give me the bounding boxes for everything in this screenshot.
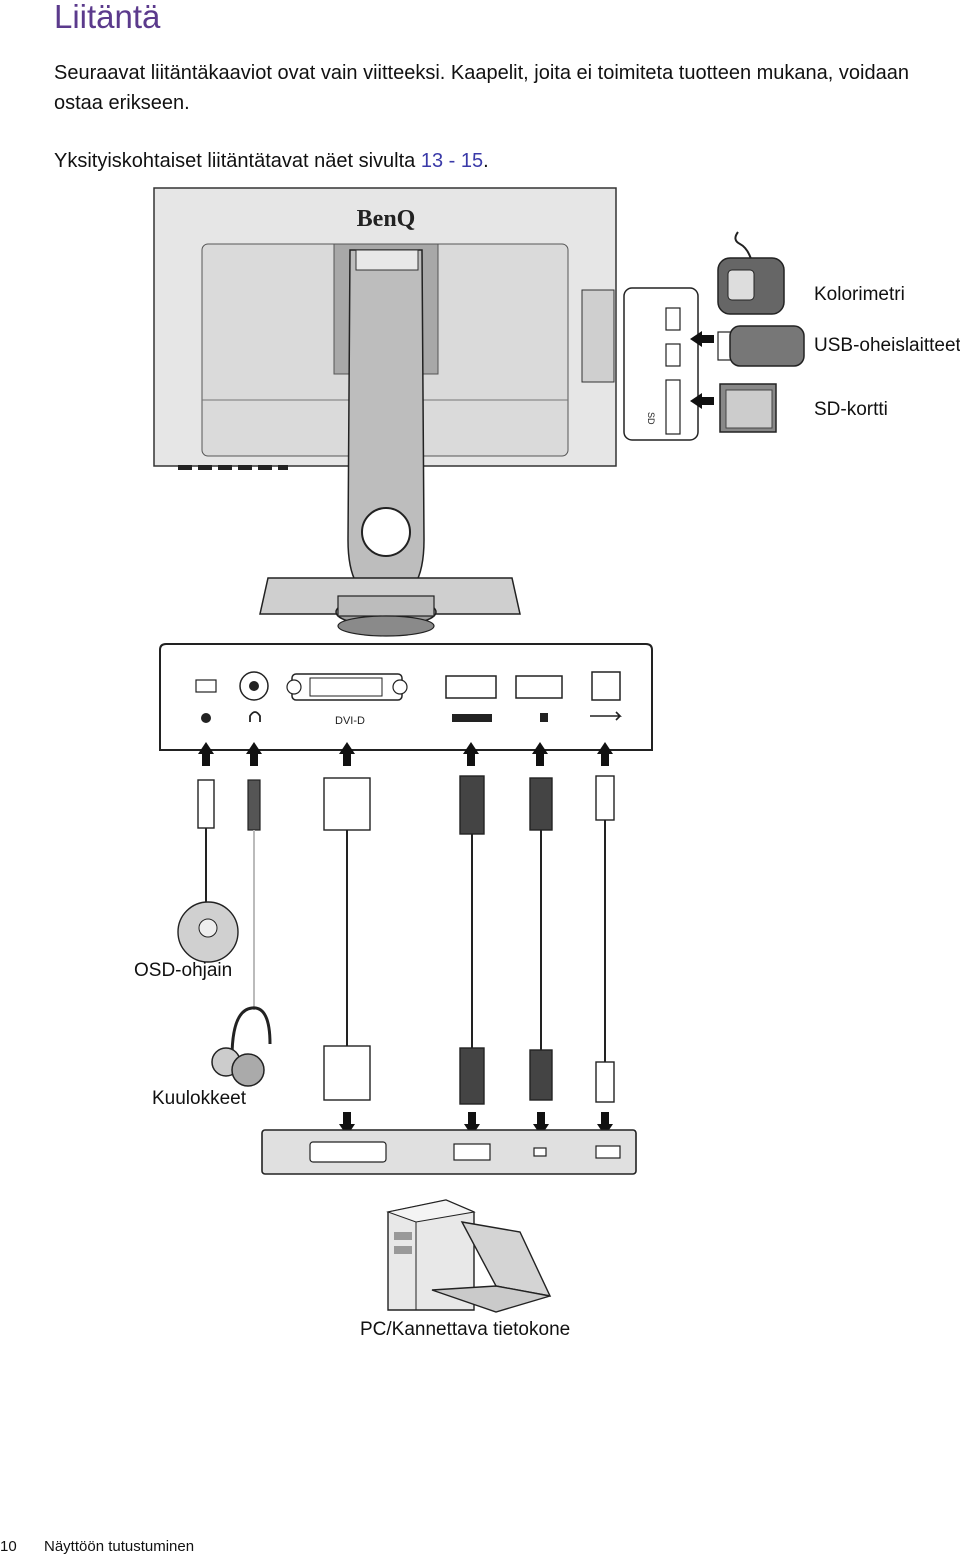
label-colorimeter: Kolorimetri bbox=[814, 284, 905, 305]
colorimeter-device bbox=[717, 231, 785, 315]
label-computer: PC/Kannettava tietokone bbox=[360, 1319, 571, 1340]
pc-port-panel bbox=[261, 1129, 637, 1175]
displayport-port bbox=[515, 675, 563, 699]
page-reference-link[interactable]: 13 - 15 bbox=[420, 150, 484, 172]
label-osd-controller: OSD-ohjain bbox=[134, 960, 233, 981]
usb-stick-device bbox=[717, 325, 805, 367]
up-arrows bbox=[198, 742, 613, 766]
details-prefix: Yksityiskohtaiset liitäntätavat näet siv… bbox=[54, 150, 421, 172]
headphones-device bbox=[211, 1006, 272, 1087]
page-title: Liitäntä bbox=[54, 0, 161, 35]
label-headphones: Kuulokkeet bbox=[152, 1088, 247, 1109]
sd-slot bbox=[665, 379, 681, 435]
brand-logo: BenQ bbox=[357, 206, 416, 232]
footer-page-number: 10 bbox=[0, 1538, 17, 1555]
dvi-port bbox=[286, 673, 408, 701]
label-sd-card: SD-kortti bbox=[814, 399, 888, 420]
usb-port-1 bbox=[665, 307, 681, 331]
side-arrows bbox=[690, 331, 714, 409]
sd-card-device bbox=[719, 383, 777, 433]
computer-device bbox=[386, 1199, 552, 1313]
details-text: Yksityiskohtaiset liitäntätavat näet siv… bbox=[54, 146, 489, 176]
intro-text: Seuraavat liitäntäkaaviot ovat vain viit… bbox=[54, 62, 909, 114]
monitor-stand bbox=[259, 249, 521, 637]
osd-controller-device bbox=[177, 901, 239, 963]
usb-port-2 bbox=[665, 343, 681, 367]
sd-port-label: SD bbox=[646, 412, 656, 425]
hdmi-port bbox=[445, 675, 497, 699]
dvi-port-label: DVI-D bbox=[335, 715, 365, 727]
usb-upstream-port bbox=[591, 671, 621, 701]
label-usb-peripherals: USB-oheislaitteet bbox=[814, 335, 960, 356]
side-port-panel: SD bbox=[623, 287, 699, 441]
osd-port bbox=[195, 679, 217, 693]
details-suffix: . bbox=[483, 150, 489, 172]
cables bbox=[197, 775, 615, 1105]
footer-section: Näyttöön tutustuminen bbox=[44, 1538, 195, 1555]
main-port-panel: DVI-D bbox=[159, 643, 653, 751]
